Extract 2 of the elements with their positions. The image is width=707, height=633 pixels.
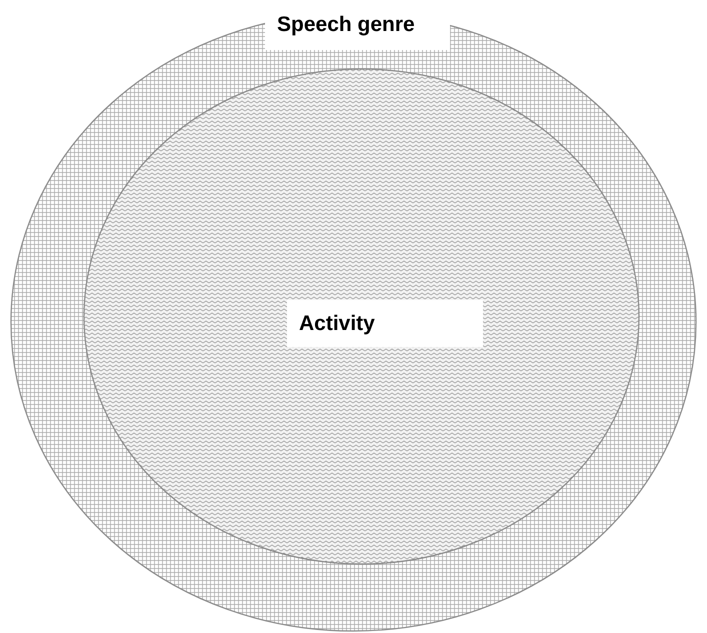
region-label: Activity	[287, 300, 483, 347]
ellipse-region	[83, 68, 640, 565]
